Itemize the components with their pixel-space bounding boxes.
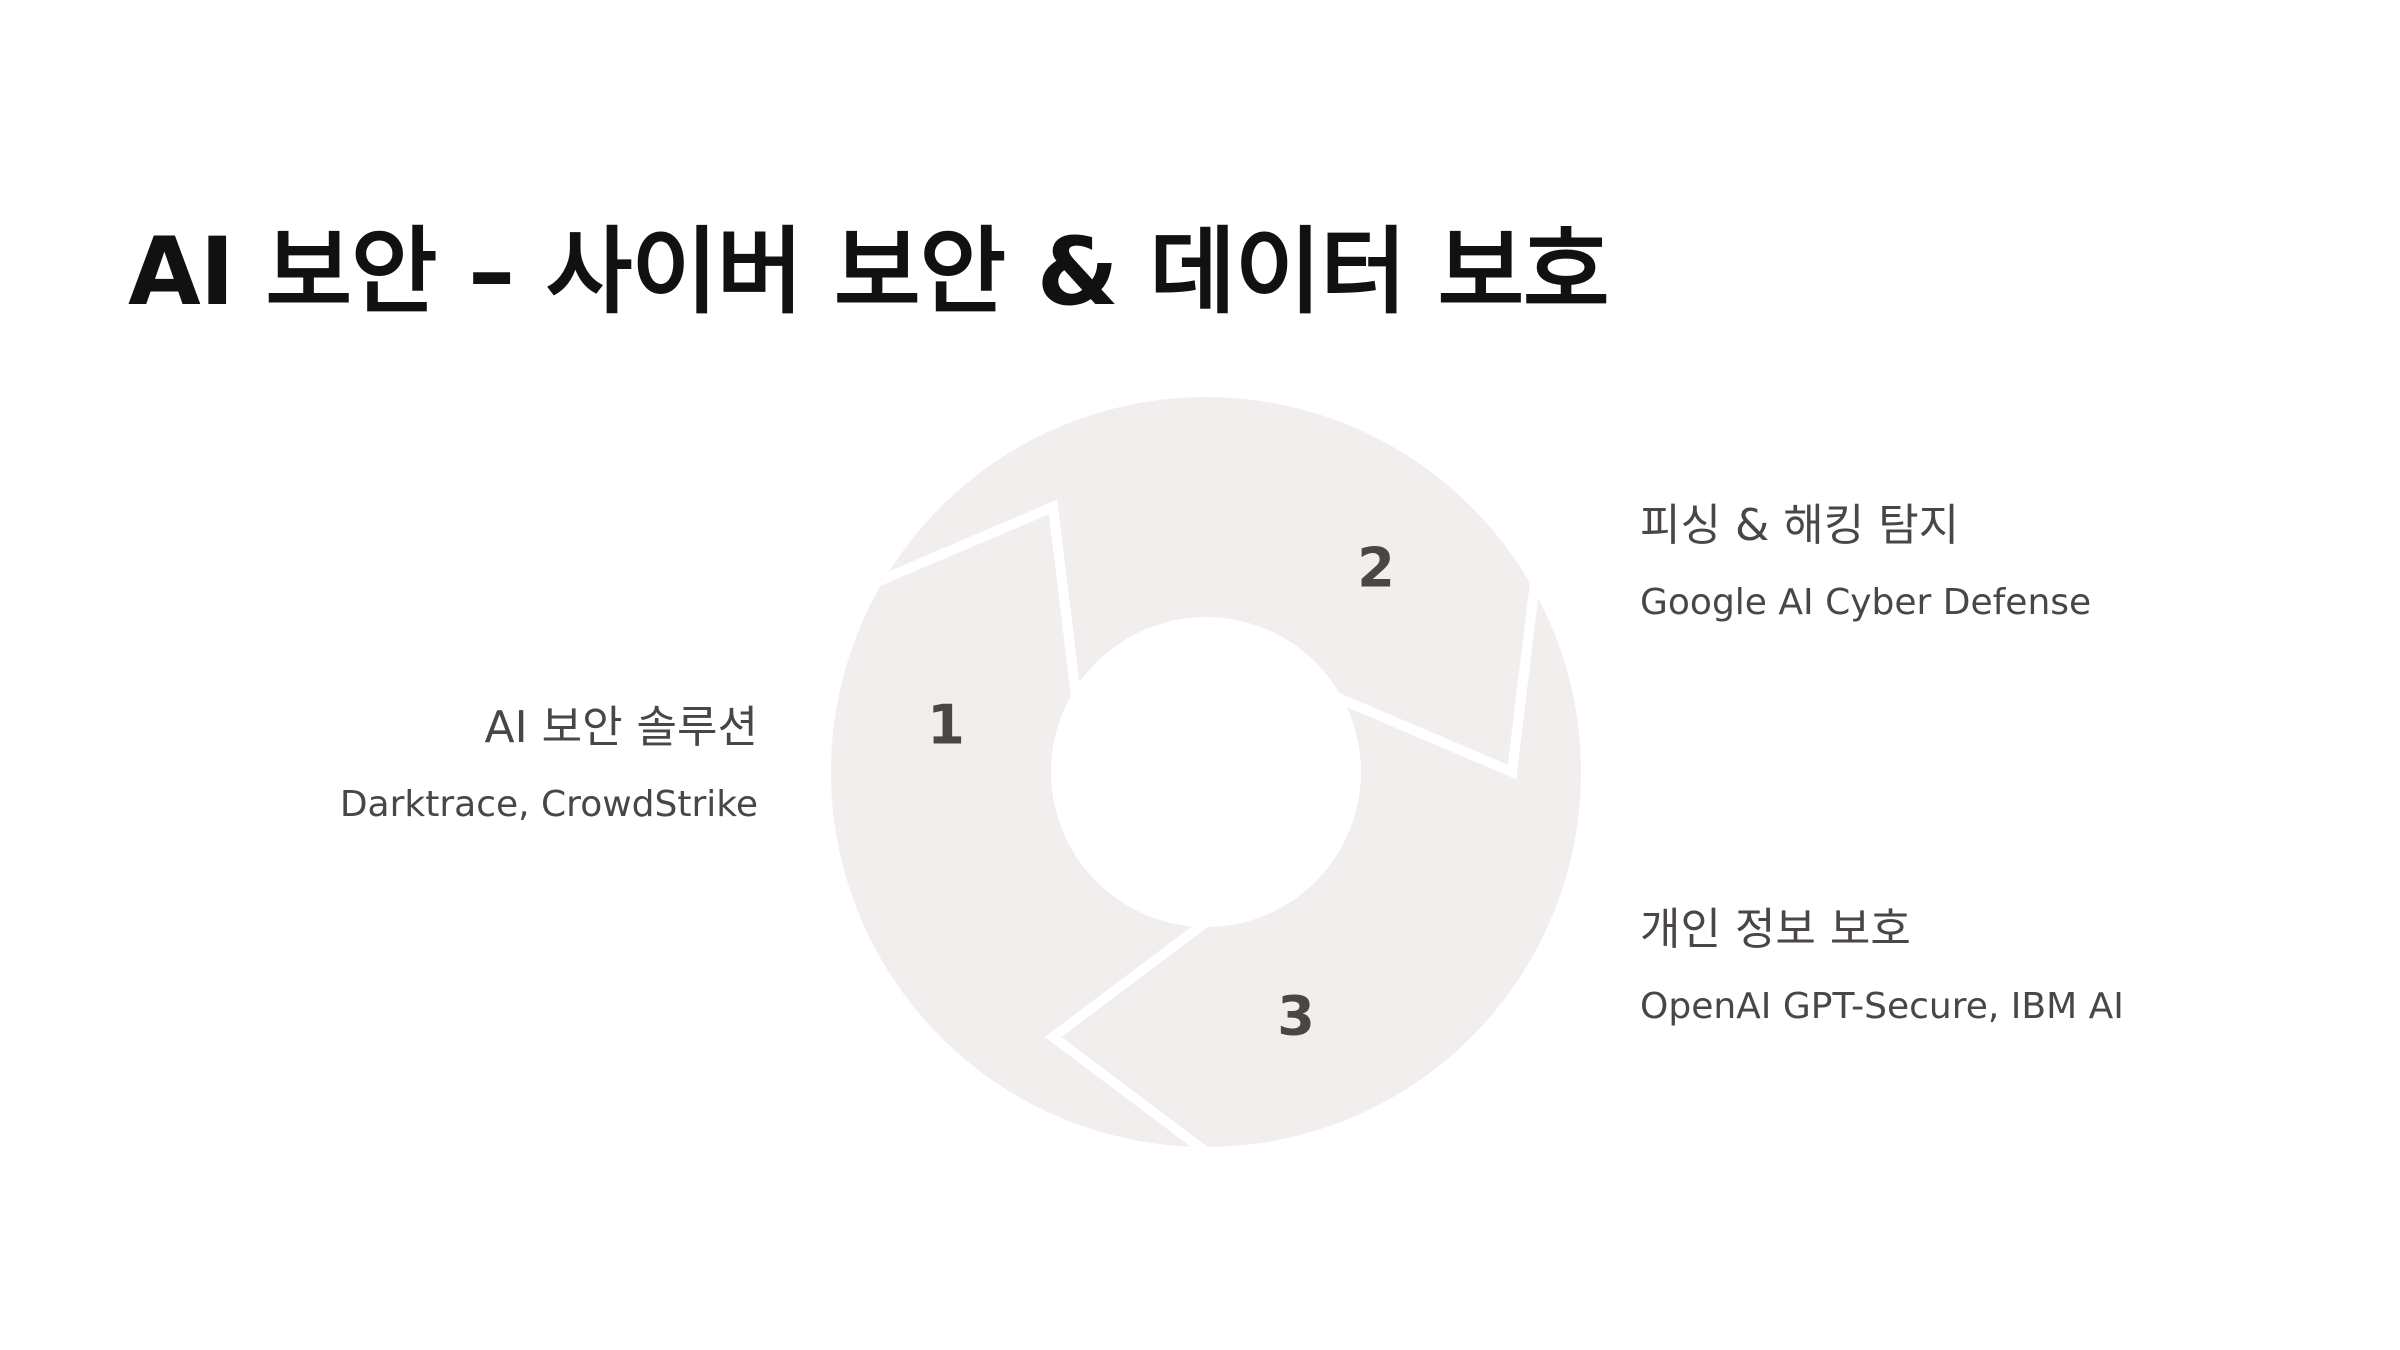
segment-detail-1: Darktrace, CrowdStrike <box>339 784 758 825</box>
segment-label-3: 개인 정보 보호 OpenAI GPT-Secure, IBM AI <box>1640 902 2124 1030</box>
segment-label-2: 피싱 & 해킹 탐지 Google AI Cyber Defense <box>1640 498 2091 626</box>
segment-heading-3: 개인 정보 보호 <box>1640 904 1911 955</box>
cycle-segment-2 <box>1044 566 1591 1158</box>
segment-label-1: AI 보안 솔루션 Darktrace, CrowdStrike <box>340 700 758 828</box>
segment-number-2: 2 <box>1357 537 1395 600</box>
segment-detail-3: OpenAI GPT-Secure, IBM AI <box>1640 986 2124 1027</box>
segment-number-3: 3 <box>1277 985 1315 1048</box>
slide-title: AI 보안 – 사이버 보안 & 데이터 보호 <box>128 218 1610 327</box>
segment-heading-2: 피싱 & 해킹 탐지 <box>1640 500 1960 551</box>
cycle-segment-3 <box>821 499 1221 1158</box>
cycle-segment-1 <box>865 387 1541 780</box>
segment-detail-2: Google AI Cyber Defense <box>1640 582 2092 623</box>
segment-number-1: 1 <box>927 694 965 757</box>
segment-heading-1: AI 보안 솔루션 <box>484 702 758 753</box>
